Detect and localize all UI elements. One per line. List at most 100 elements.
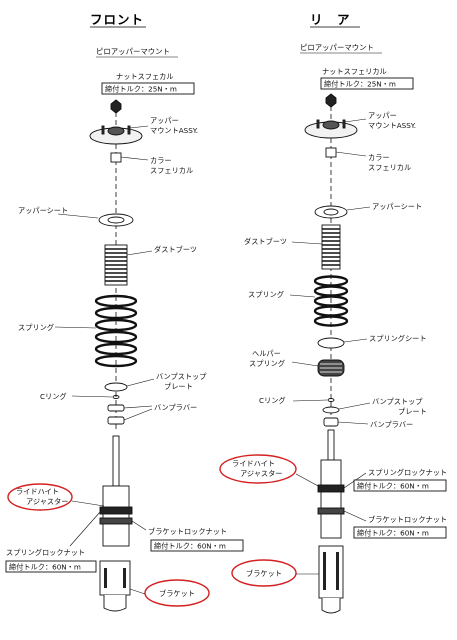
rear-spring-lock-nut-label: スプリングロックナット [368, 468, 447, 477]
rear-upper-sheet-leader [346, 206, 371, 211]
front-torque-bracket-box [150, 539, 244, 552]
rear-torque-spring-text: 締付トルク：60N・m [357, 482, 429, 491]
rear-dust-boots-label: ダストブーツ [244, 237, 287, 246]
front-spring-lock-leader [69, 511, 101, 547]
front-torque-bracket-text: 締付トルク：60N・m [154, 542, 226, 551]
front-upper-mount-boss [107, 126, 125, 136]
front-damper-body [102, 485, 130, 547]
front-bracket-lock-leader [131, 520, 147, 531]
rear-spring-lock-nut-part [317, 484, 345, 493]
rear-upper-sheet-hole [323, 208, 339, 216]
front-upper-mount-label1: アッパー [150, 116, 179, 125]
front-bracket-part [99, 560, 131, 612]
front-ride-height-label1: ライドハイト [16, 487, 59, 496]
rear-bracket-lock-nut-part [317, 507, 345, 515]
front-torque-spring-text: 締付トルク：60N・m [9, 563, 81, 572]
front-upper-sheet-label: アッパーシート [18, 206, 68, 215]
front-spring-lock-nut-label: スプリングロックナット [6, 548, 85, 557]
rear-spring-sheet-label: スプリングシート [369, 334, 427, 343]
front-bracket-highlight [144, 579, 210, 607]
rear-ride-height-leader [295, 473, 321, 488]
rear-helper-label1: ヘルパー [252, 349, 281, 358]
rear-damper-rod [327, 429, 335, 461]
rear-torque-bracket-box [353, 526, 447, 539]
front-bump-rubber-leader1 [123, 405, 153, 409]
front-heading: フロント [90, 12, 144, 27]
front-upper-sheet-hole [107, 216, 125, 224]
front-nut-part [110, 99, 122, 114]
rear-collar-part [325, 147, 337, 158]
front-dust-boots-label: ダストブーツ [154, 245, 197, 254]
rear-bracket-lock-leader [343, 510, 367, 522]
rear-ride-height-highlight [219, 454, 297, 484]
front-spring-label: スプリング [18, 323, 54, 332]
rear-spring-sheet-part [317, 337, 345, 349]
rear-bracket-part [318, 545, 344, 614]
rear-upper-mount-label1: アッパー [368, 111, 397, 120]
front-pillow-mount-title: ピロアッパーマウント [96, 47, 170, 56]
front-bump-rubber-leader2 [123, 408, 153, 421]
rear-bump-stop-plate-part [322, 406, 340, 414]
rear-nut-part [325, 93, 337, 108]
front-assembly: ピロアッパーマウント ナットスフェカル 締付トルク：25N・m アッパー マウン… [5, 47, 244, 612]
front-bump-rubber-label: バンプラバー [154, 403, 197, 412]
rear-dust-boots-leader [291, 241, 323, 245]
rear-spring-label: スプリング [248, 290, 284, 299]
rear-mount-stud-right [342, 119, 346, 129]
rear-nut-spherical-label: ナットスフェリカル [322, 67, 387, 76]
rear-upper-sheet-label: アッパーシート [372, 202, 422, 211]
front-nut-spherical-label: ナットスフェカル [116, 72, 174, 81]
rear-bracket-label: ブラケット [246, 569, 282, 578]
front-torque-nut-text: 締付トルク：25N・m [105, 85, 177, 94]
front-mount-stud-left [101, 125, 105, 135]
front-collar-label1: カラー [150, 156, 172, 165]
front-bracket-lock-nut-part [99, 517, 133, 525]
front-collar-part [110, 152, 122, 163]
rear-c-ring-part [327, 398, 335, 402]
front-c-ring-part [112, 395, 120, 399]
rear-torque-nut-text: 締付トルク：25N・m [324, 80, 396, 89]
front-dust-boots-leader [126, 250, 153, 256]
rear-ride-height-label2: アジャスター [240, 469, 282, 478]
rear-mount-stud-left [316, 119, 320, 129]
rear-damper-body [320, 459, 342, 539]
rear-bump-rubber-leader [337, 421, 369, 425]
front-spring-part [94, 294, 138, 368]
rear-bump-rubber-label: バンプラバー [370, 420, 413, 429]
rear-spring-sheet-leader [343, 338, 368, 343]
rear-upper-mount-label2: マウントASSY. [368, 121, 416, 130]
rear-bump-stop-label1: バンプストップ [372, 397, 423, 406]
front-damper-rod [112, 435, 120, 487]
rear-bump-rubber-part [323, 417, 339, 427]
front-collar-label2: スフェリカル [150, 166, 193, 175]
front-upper-sheet-leader [57, 213, 99, 219]
front-torque-spring-box [5, 560, 97, 573]
rear-ride-height-label1: ライドハイト [232, 459, 275, 468]
rear-helper-spring-part [317, 359, 345, 377]
front-c-ring-leader [71, 395, 113, 398]
rear-collar-label1: カラー [368, 153, 390, 162]
rear-upper-mount-leader [344, 118, 367, 123]
front-bump-stop-label2: プレート [164, 382, 193, 391]
rear-c-ring-label: Cリング [259, 396, 286, 405]
rear-collar-label2: スフェリカル [368, 163, 411, 172]
front-spring-lock-nut-part [99, 506, 133, 515]
rear-dust-boots-part [321, 224, 341, 270]
front-bracket-lock-nut-label: ブラケットロックナット [148, 527, 227, 536]
front-bracket-leader [129, 588, 146, 595]
rear-bump-stop-label2: プレート [398, 407, 427, 416]
rear-upper-mount-boss [322, 120, 340, 130]
front-spring-leader [54, 326, 97, 329]
rear-collar-leader [335, 151, 367, 157]
front-bracket-label: ブラケット [159, 589, 195, 598]
front-bump-rubber-upper [107, 404, 125, 412]
rear-torque-nut-box [320, 77, 414, 90]
front-bump-stop-plate-part [104, 382, 128, 392]
rear-bracket-highlight [231, 559, 297, 587]
front-bump-stop-label1: バンプストップ [156, 372, 207, 381]
rear-pillow-mount-title: ピロアッパーマウント [300, 43, 374, 52]
front-mount-stud-right [127, 125, 131, 135]
front-upper-mount-label2: マウントASSY. [150, 126, 198, 135]
rear-spring-part [313, 275, 349, 327]
